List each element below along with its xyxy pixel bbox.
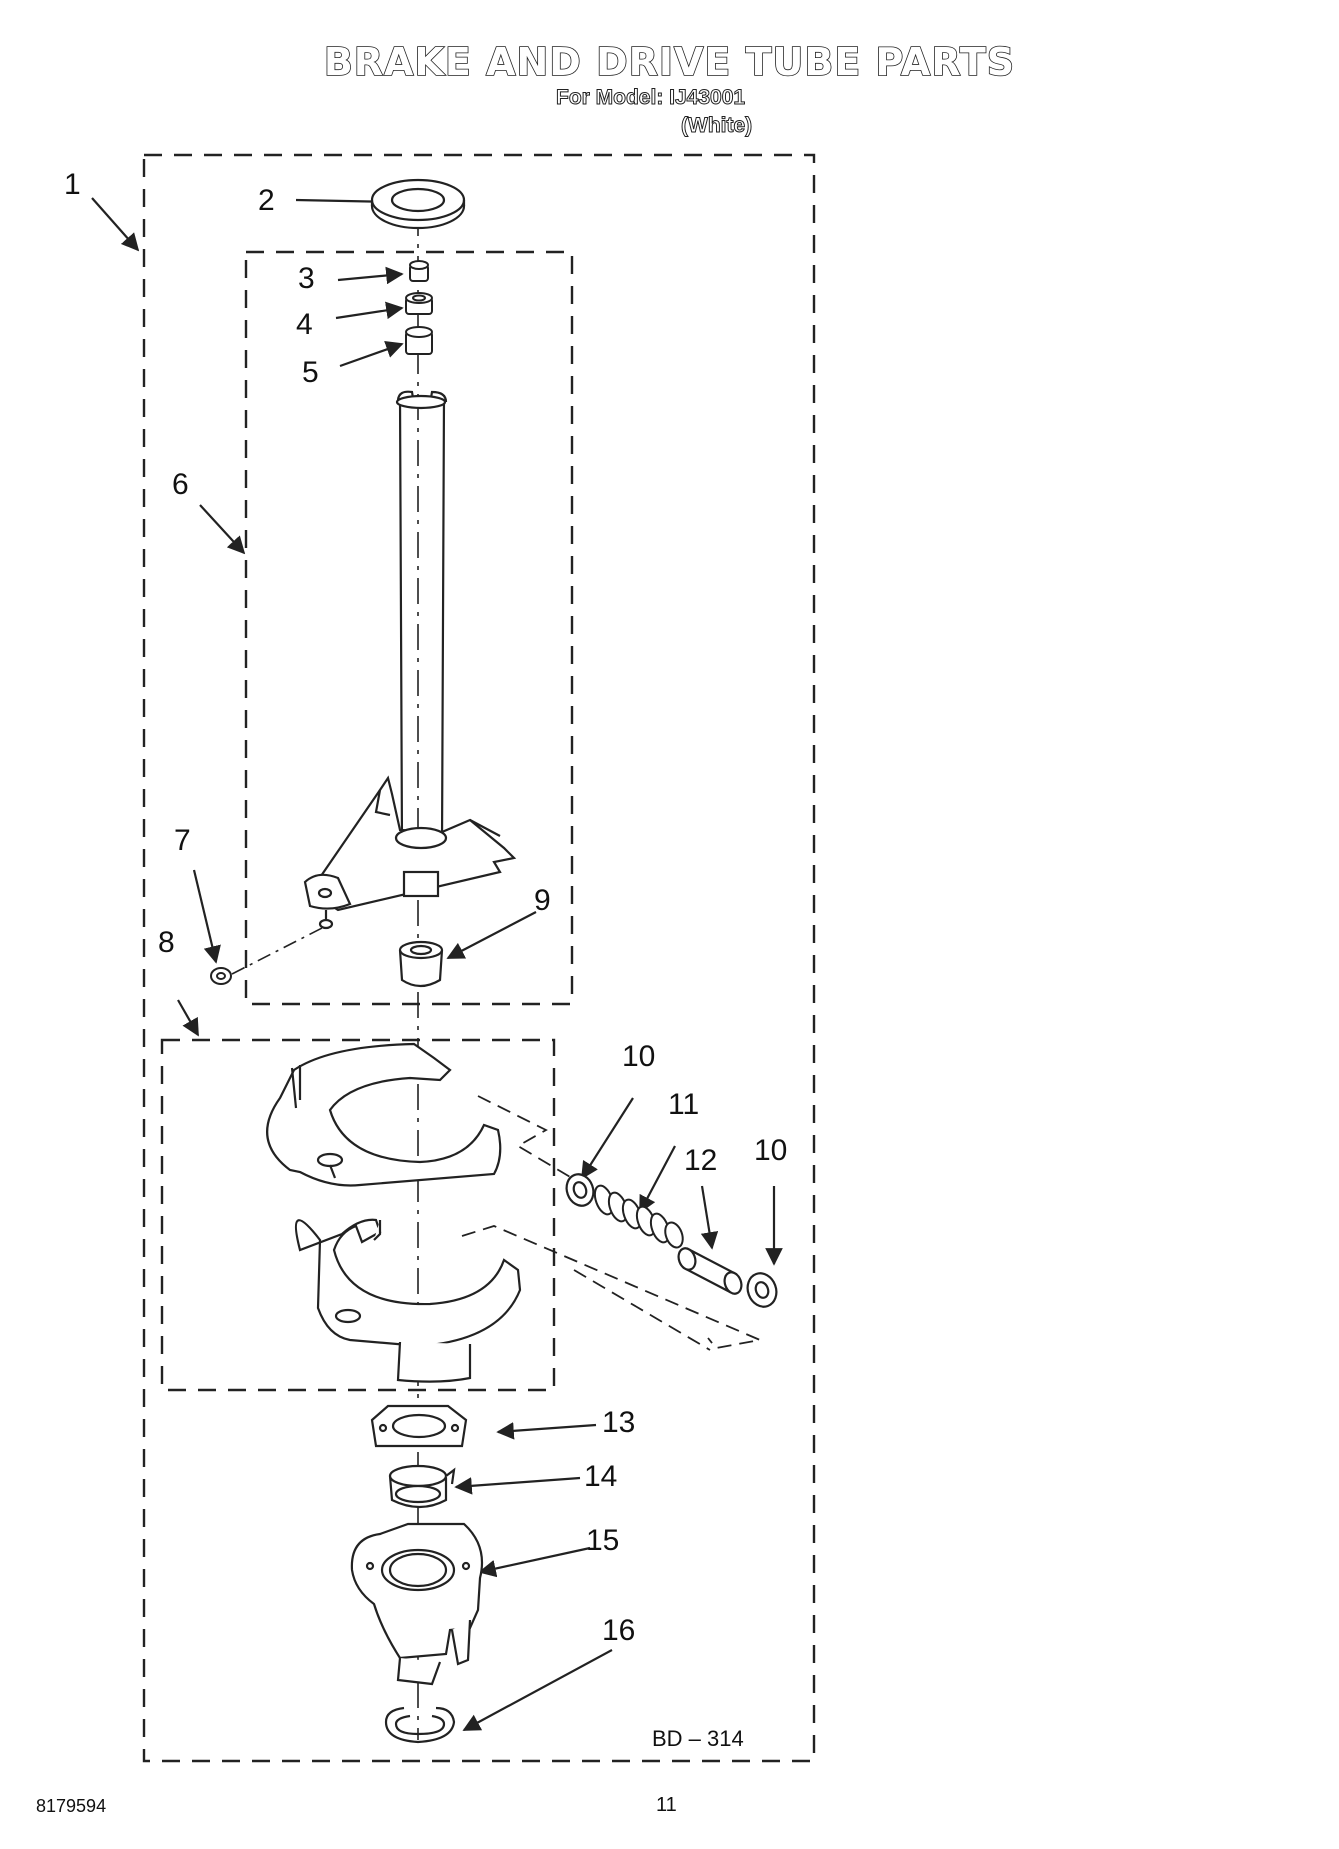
part-10-washer-right: [746, 1272, 778, 1308]
drive-tube-outline-box: [244, 250, 574, 1006]
color-line: (White): [680, 114, 753, 138]
part-3-bushing: [409, 260, 429, 282]
page-number: 11: [656, 1794, 677, 1816]
part-5-bearing: [405, 326, 433, 355]
brake-shoe-lower: [294, 1218, 522, 1383]
callout-9: 9: [534, 884, 551, 917]
model-line: For Model: IJ43001: [555, 86, 746, 110]
part-13-flange: [370, 1404, 468, 1448]
callout-6: 6: [172, 468, 189, 501]
callout-8: 8: [158, 926, 175, 959]
part-6-drive-tube: [303, 390, 517, 930]
callout-12: 12: [684, 1144, 718, 1177]
part-16-snap-ring: [384, 1706, 456, 1744]
callout-10-left: 10: [622, 1040, 656, 1073]
brake-outline-box: [160, 1038, 556, 1392]
callout-14: 14: [584, 1460, 618, 1493]
callout-11: 11: [668, 1088, 700, 1121]
part-14-ring: [388, 1464, 456, 1509]
part-11-spring: [593, 1184, 684, 1249]
callout-7: 7: [174, 824, 191, 857]
document-number: 8179594: [36, 1796, 107, 1816]
diagram-code: BD – 314: [652, 1726, 744, 1751]
callout-1: 1: [64, 168, 81, 201]
part-15-drive-block: [350, 1522, 484, 1686]
brake-shoe-upper: [266, 1042, 502, 1187]
part-7-clip: [210, 967, 232, 985]
callout-16: 16: [602, 1614, 636, 1647]
part-12-pin: [677, 1247, 743, 1295]
callout-4: 4: [296, 308, 313, 341]
part-2-seal: [370, 178, 466, 230]
callout-2: 2: [258, 184, 275, 217]
diagram-title: BRAKE AND DRIVE TUBE PARTS: [323, 39, 1016, 85]
callout-10-right: 10: [754, 1134, 788, 1167]
callout-15: 15: [586, 1524, 620, 1557]
part-9-bushing: [398, 940, 444, 988]
callout-3: 3: [298, 262, 315, 295]
assembly-outline-box: [142, 153, 816, 1763]
part-10-washer-left: [565, 1173, 595, 1207]
callout-13: 13: [602, 1406, 636, 1439]
callout-5: 5: [302, 356, 319, 389]
part-4-washer: [405, 292, 433, 315]
